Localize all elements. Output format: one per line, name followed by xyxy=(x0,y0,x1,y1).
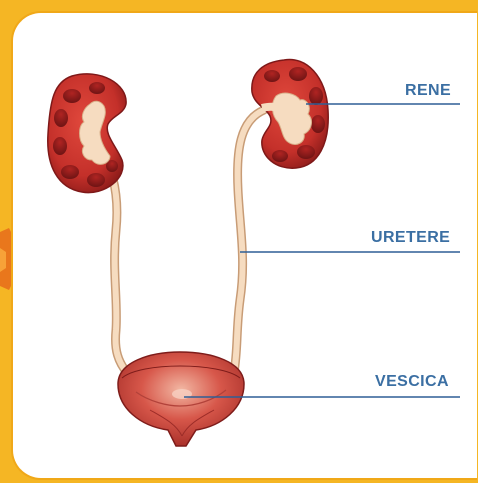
bladder xyxy=(118,352,244,446)
label-bladder: VESCICA xyxy=(375,373,449,391)
ureters xyxy=(96,110,264,374)
label-kidney: RENE xyxy=(405,82,451,100)
label-ureter: URETERE xyxy=(371,229,450,247)
kidney-left xyxy=(48,74,126,193)
